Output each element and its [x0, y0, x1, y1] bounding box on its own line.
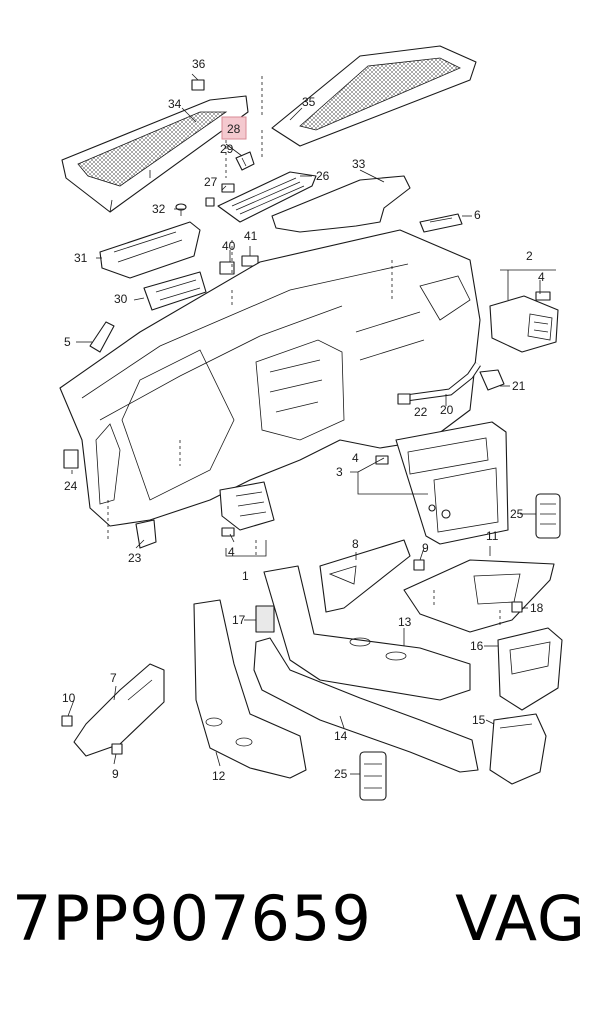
- vent-5: [89, 321, 115, 353]
- dashboard-carrier: [59, 229, 481, 527]
- screw-9b: [111, 743, 123, 755]
- callout-14: 14: [334, 729, 348, 743]
- callout-22: 22: [414, 405, 428, 419]
- center-vent-2: [489, 295, 559, 353]
- clip-10: [61, 715, 73, 727]
- bracket-40: [219, 261, 235, 275]
- callout-2: 2: [526, 249, 533, 263]
- clip-23: [135, 519, 157, 549]
- callout-27: 27: [204, 175, 218, 189]
- callout-13: 13: [398, 615, 412, 629]
- duct-7: [73, 663, 165, 757]
- callout-40: 40: [222, 239, 236, 253]
- duct-14: [253, 637, 479, 773]
- filter-17: [255, 605, 275, 633]
- callout-11: 11: [486, 529, 499, 543]
- callout-31: 31: [74, 251, 88, 265]
- duct-8: [319, 539, 411, 613]
- vent-30: [143, 271, 207, 311]
- callout-6: 6: [474, 208, 481, 222]
- callout-25a: 25: [510, 507, 524, 521]
- callout-26: 26: [316, 169, 330, 183]
- callout-4b: 4: [352, 451, 359, 465]
- callout-7: 7: [110, 671, 117, 685]
- part-number: 7PP907659: [12, 882, 372, 955]
- clip-4b: [375, 455, 389, 465]
- defroster-vent-26: [217, 171, 317, 223]
- screw-18: [511, 601, 523, 613]
- callout-9b: 9: [112, 767, 119, 781]
- highlight-box: [221, 116, 247, 140]
- vent-31: [99, 221, 201, 279]
- callout-5: 5: [64, 335, 71, 349]
- clip-4c: [221, 527, 235, 537]
- leader-lines: [67, 73, 556, 775]
- callout-29: 29: [220, 142, 234, 156]
- callout-30: 30: [114, 292, 128, 306]
- callout-35: 35: [302, 95, 316, 109]
- callout-36: 36: [192, 57, 206, 71]
- callout-1: 1: [242, 569, 249, 583]
- callout-9a: 9: [422, 541, 429, 555]
- callout-10: 10: [62, 691, 76, 705]
- bracket-36: [191, 79, 205, 91]
- screw-32: [175, 203, 187, 216]
- connector-21: [479, 369, 505, 391]
- callout-25b: 25: [334, 767, 348, 781]
- clip-27: [205, 183, 235, 207]
- callout-23: 23: [128, 551, 142, 565]
- callout-labels: 36 34 35 28 29 27 26 33 32 6 31 40 41 2 …: [62, 57, 545, 783]
- trim-strip-33: [271, 175, 411, 233]
- callout-4a: 4: [538, 270, 545, 284]
- callout-34: 34: [168, 97, 182, 111]
- screw-9a: [413, 559, 425, 571]
- callout-16: 16: [470, 639, 484, 653]
- brand-name: VAG: [455, 882, 586, 955]
- duct-13: [263, 565, 471, 701]
- side-vent-1: [219, 481, 275, 531]
- duct-12: [193, 599, 307, 779]
- plenum-panel-left: [61, 95, 249, 213]
- grille-25b: [359, 751, 387, 801]
- callout-24: 24: [64, 479, 78, 493]
- clip-29: [235, 151, 255, 171]
- callout-18: 18: [530, 601, 544, 615]
- callout-41: 41: [244, 229, 258, 243]
- callout-32: 32: [152, 202, 166, 216]
- callout-33: 33: [352, 157, 366, 171]
- callout-28: 28: [227, 122, 241, 136]
- clip-24: [63, 449, 79, 469]
- callout-17: 17: [232, 613, 246, 627]
- callout-21: 21: [512, 379, 526, 393]
- duct-15: [489, 713, 547, 785]
- callout-3: 3: [336, 465, 343, 479]
- clip-4a: [535, 291, 551, 301]
- console-cover-11: [403, 559, 555, 633]
- radio-bezel-3: [395, 421, 509, 545]
- hose-20: [397, 362, 481, 405]
- callout-20: 20: [440, 403, 454, 417]
- callout-4c: 4: [228, 545, 235, 559]
- vent-6: [419, 213, 463, 233]
- callout-12: 12: [212, 769, 226, 783]
- callout-15: 15: [472, 713, 486, 727]
- exploded-parts-diagram: 36 34 35 28 29 27 26 33 32 6 31 40 41 2 …: [59, 45, 563, 801]
- rear-vent-16: [497, 627, 563, 711]
- grille-25a: [535, 493, 561, 539]
- plenum-panel-right: [271, 45, 477, 147]
- callout-8: 8: [352, 537, 359, 551]
